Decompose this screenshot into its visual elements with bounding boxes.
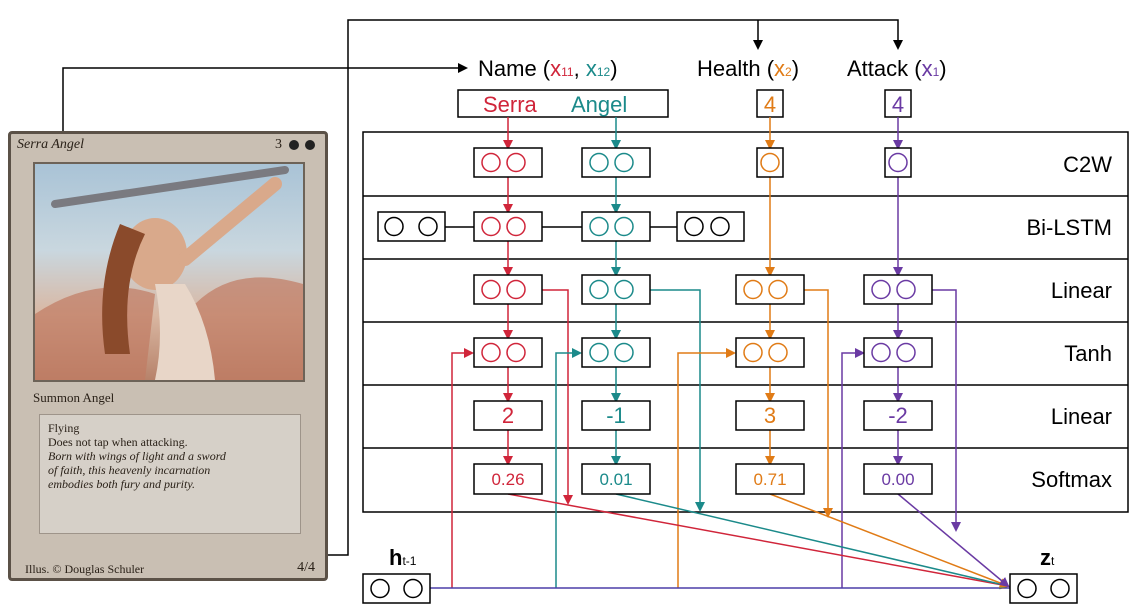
card-mana-cost: 3	[275, 137, 315, 153]
card-title: Serra Angel	[17, 137, 85, 152]
card-to-name-arrow	[62, 63, 468, 131]
score-values: 2 -1 3 -2	[502, 403, 908, 428]
attack-input-value: 4	[892, 92, 904, 117]
mana-symbol-icon	[288, 139, 299, 150]
state-labels: ht-1 zt	[389, 545, 1055, 570]
tanh-attack-node	[863, 337, 933, 368]
bilstm-name2-node	[581, 211, 651, 242]
score-attack-box	[863, 400, 933, 431]
h-feed-name2	[555, 348, 582, 588]
softmax-name2: 0.01	[599, 470, 632, 489]
card-text-box: Flying Does not tap when attacking. Born…	[39, 414, 301, 534]
layer-label-softmax: Softmax	[1031, 467, 1112, 492]
card-ability-vigilance: Does not tap when attacking.	[48, 435, 188, 449]
layer-label-tanh: Tanh	[1064, 341, 1112, 366]
column-flows	[503, 117, 903, 466]
angel-artwork-illustration	[35, 166, 303, 380]
softmax-attack: 0.00	[881, 470, 914, 489]
softmax-name1-box	[473, 463, 543, 495]
layer-table	[362, 131, 1129, 513]
softmax-values: 0.26 0.01 0.71 0.00	[491, 470, 914, 489]
softmax-name2-box	[581, 463, 651, 495]
name-input-box	[457, 89, 669, 118]
skip-connections	[542, 289, 961, 532]
score-name1-box	[473, 400, 543, 431]
linear-attack-node	[863, 274, 933, 305]
layer-label-c2w: C2W	[1063, 152, 1112, 177]
skip-name1	[542, 289, 573, 505]
z-out-label: zt	[1040, 545, 1055, 570]
tanh-name1-node	[473, 337, 543, 368]
card-frame: Serra Angel 3 Summon Angel Flying Does n…	[8, 131, 328, 581]
card-feed-lines	[62, 19, 903, 556]
mana-symbol-icon	[305, 139, 315, 150]
card-to-attack-arrow	[328, 19, 903, 556]
linear-name1-node	[473, 274, 543, 305]
softmax-health-box	[735, 463, 805, 495]
card-ability-flying: Flying	[48, 421, 80, 435]
card-power-toughness: 4/4	[297, 560, 315, 575]
card-cost-number: 3	[275, 137, 282, 152]
bilstm-name1-node	[473, 211, 543, 242]
score-attack: -2	[888, 403, 908, 428]
card-flavor-line: of faith, this heavenly incarnation	[48, 463, 211, 477]
h-feed-attack	[841, 348, 865, 588]
skip-name2	[650, 289, 705, 512]
softmax-health: 0.71	[753, 470, 786, 489]
tanh-name2-node	[581, 337, 651, 368]
z-out-node	[1009, 573, 1078, 604]
h-prev-node	[362, 573, 431, 604]
c2w-attack-node	[884, 147, 912, 178]
card-illustrator: Illus. © Douglas Schuler	[25, 562, 145, 576]
input-row: Serra Angel 4 4	[457, 89, 912, 118]
card-flavor-line: Born with wings of light and a sword	[48, 449, 226, 463]
c2w-health-node	[756, 147, 784, 178]
score-health-box	[735, 400, 805, 431]
score-health: 3	[764, 403, 776, 428]
header-health: Health (x2)	[697, 56, 799, 81]
attack-input-box	[884, 89, 912, 118]
layer-label-linear-2: Linear	[1051, 404, 1112, 429]
node-groups	[362, 147, 1078, 604]
linear-name2-node	[581, 274, 651, 305]
c2w-name1-node	[473, 147, 543, 178]
card-type-line: Summon Angel	[33, 390, 115, 405]
name-word-serra: Serra	[483, 92, 538, 117]
h-feed-name1	[451, 348, 474, 588]
layer-label-linear: Linear	[1051, 278, 1112, 303]
bilstm-start-node	[377, 211, 446, 242]
name-word-angel: Angel	[571, 92, 627, 117]
softmax-name1: 0.26	[491, 470, 524, 489]
layer-label-bilstm: Bi-LSTM	[1026, 215, 1112, 240]
h-feed-health	[677, 348, 736, 588]
hidden-state-feeds	[430, 348, 1010, 589]
score-name2-box	[581, 400, 651, 431]
softmax-attack-box	[863, 463, 933, 495]
header-row: Name (x11, x12) Health (x2) Attack (x1)	[478, 56, 947, 81]
linear-health-node	[735, 274, 805, 305]
header-attack: Attack (x1)	[847, 56, 947, 81]
c2w-name2-node	[581, 147, 651, 178]
health-input-value: 4	[764, 92, 776, 117]
skip-attack	[932, 289, 961, 532]
header-name: Name (x11, x12)	[478, 56, 618, 81]
layer-labels: C2W Bi-LSTM Linear Tanh Linear Softmax	[1026, 152, 1112, 492]
magic-card: Serra Angel 3 Summon Angel Flying Does n…	[8, 131, 328, 581]
card-flavor-line: embodies both fury and purity.	[48, 477, 195, 491]
card-artwork	[33, 162, 305, 382]
score-name1: 2	[502, 403, 514, 428]
softmax-to-z	[507, 493, 1010, 590]
tanh-health-node	[735, 337, 805, 368]
bilstm-end-node	[676, 211, 745, 242]
score-name2: -1	[606, 403, 626, 428]
h-prev-label: ht-1	[389, 545, 417, 570]
skip-health	[804, 289, 833, 518]
